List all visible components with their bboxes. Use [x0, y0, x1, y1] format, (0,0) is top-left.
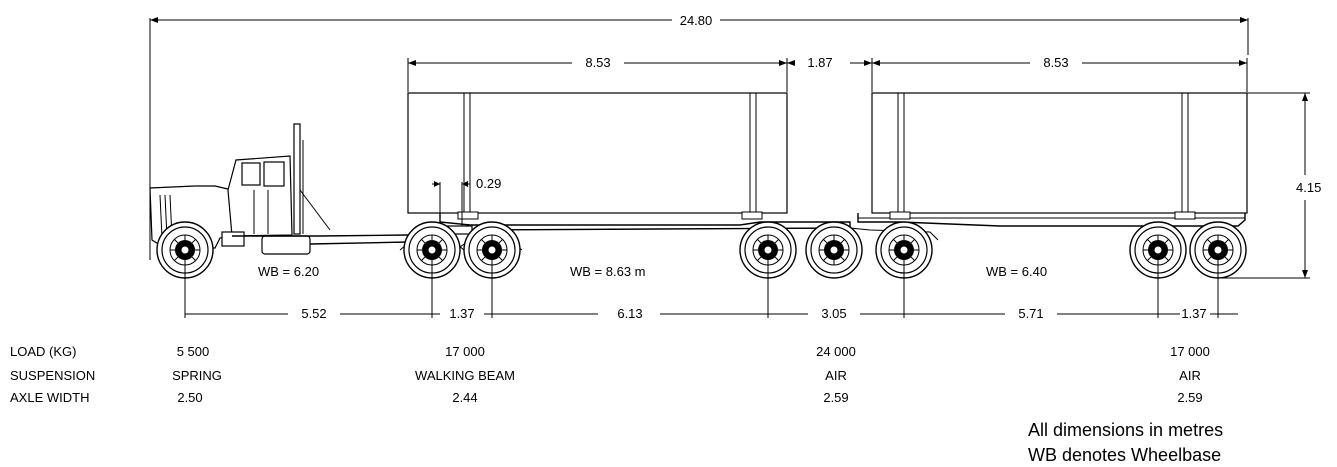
group-1-axle-width: 2.50 [177, 390, 202, 405]
wheel [805, 221, 863, 279]
wheel [463, 221, 521, 279]
group-1-load: 5 500 [177, 344, 210, 359]
row-label-axle-width: AXLE WIDTH [10, 390, 89, 405]
kingpin-offset-dimension: 0.29 [432, 176, 501, 232]
trailer1-length-label: 8.53 [585, 55, 610, 70]
group-3-axle-width: 2.59 [823, 390, 848, 405]
trailer2-length-label: 8.53 [1043, 55, 1068, 70]
wheel [1189, 221, 1247, 279]
wheel [156, 221, 214, 279]
trailer-gap-label: 1.87 [807, 55, 832, 70]
row-label-suspension: SUSPENSION [10, 368, 95, 383]
axle-spacing-label: 6.13 [617, 306, 642, 321]
overall-length-label: 24.80 [680, 13, 713, 28]
trailer1-wheelbase-label: WB = 8.63 m [570, 264, 646, 279]
kingpin-offset-label: 0.29 [476, 176, 501, 191]
wheels [156, 221, 1247, 279]
axle-spacing-label: 3.05 [821, 306, 846, 321]
trailer-1 [407, 92, 851, 231]
group-1-suspension: SPRING [172, 368, 222, 383]
wheel [1129, 221, 1187, 279]
trailer-length-dimensions: 8.53 1.87 8.53 [407, 55, 1248, 92]
axle-spacing-label: 5.52 [301, 306, 326, 321]
group-4-axle-width: 2.59 [1177, 390, 1202, 405]
axle-spacing-label: 5.71 [1018, 306, 1043, 321]
group-3-load: 24 000 [816, 344, 856, 359]
axle-spacing-label: 1.37 [449, 306, 474, 321]
trailer2-wheelbase-label: WB = 6.40 [986, 264, 1047, 279]
axle-data-table: LOAD (KG) SUSPENSION AXLE WIDTH 5 500 SP… [10, 344, 1210, 405]
tractor-wheelbase-label: WB = 6.20 [258, 264, 319, 279]
trailer-2 [857, 92, 1248, 227]
note-wheelbase: WB denotes Wheelbase [1028, 445, 1221, 465]
overall-length-dimension: 24.80 [149, 13, 1249, 260]
group-2-suspension: WALKING BEAM [415, 368, 515, 383]
group-3-suspension: AIR [825, 368, 847, 383]
note-units: All dimensions in metres [1028, 420, 1223, 440]
group-4-suspension: AIR [1179, 368, 1201, 383]
height-dimension: 4.15 [1220, 92, 1321, 279]
group-2-axle-width: 2.44 [452, 390, 477, 405]
height-label: 4.15 [1296, 180, 1321, 195]
group-4-load: 17 000 [1170, 344, 1210, 359]
wheel [403, 221, 461, 279]
wheel [739, 221, 797, 279]
group-2-load: 17 000 [445, 344, 485, 359]
axle-spacing-dimensions: 5.52 1.37 6.13 3.05 5.71 1.37 [184, 262, 1238, 321]
row-label-load: LOAD (KG) [10, 344, 76, 359]
axle-spacing-label: 1.37 [1181, 306, 1206, 321]
